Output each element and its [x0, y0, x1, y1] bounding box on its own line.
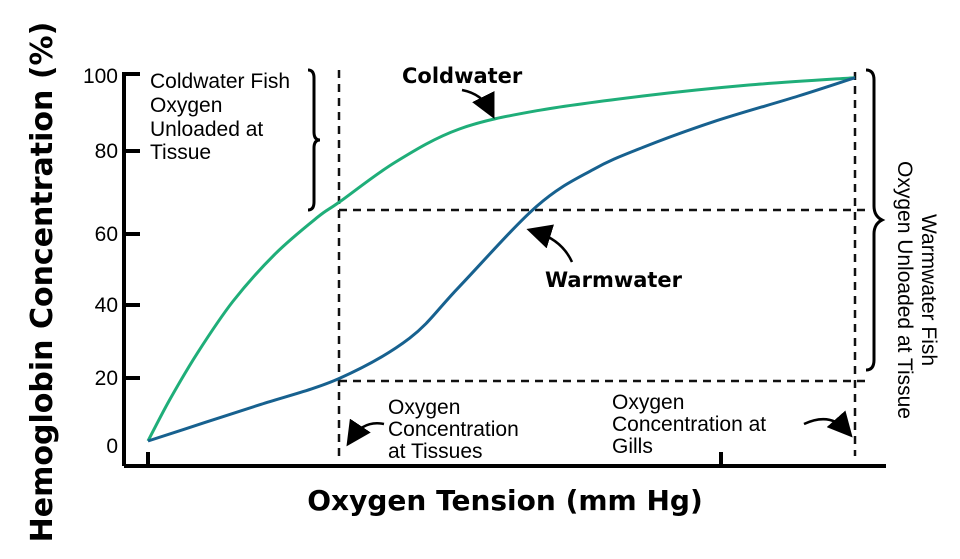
svg-text:Warmwater Fish: Warmwater Fish	[917, 214, 940, 366]
series-label-warmwater: Warmwater	[545, 268, 683, 292]
y-axis-title: Hemoglobin Concentration (%)	[25, 22, 60, 543]
svg-text:Coldwater Fish: Coldwater Fish	[150, 70, 290, 93]
y-ticks	[124, 72, 140, 380]
svg-text:Oxygen: Oxygen	[150, 94, 222, 117]
series-label-coldwater: Coldwater	[402, 64, 523, 88]
warmwater-unloaded-brace	[865, 68, 886, 372]
coldwater-curve	[146, 76, 856, 442]
svg-text:Tissue: Tissue	[150, 141, 211, 164]
svg-text:Gills: Gills	[612, 435, 653, 458]
gills-annotation: Oxygen Concentration at Gills	[612, 391, 766, 458]
coldwater-arrow	[461, 88, 495, 119]
y-tick-label-0: 0	[106, 435, 118, 458]
coldwater-unloaded-annotation: Coldwater Fish Oxygen Unloaded at Tissue	[150, 70, 290, 164]
warmwater-unloaded-annotation: Warmwater Fish Oxygen Unloaded at Tissue	[893, 161, 940, 419]
y-tick-label-40: 40	[95, 294, 118, 317]
y-tick-label-80: 80	[95, 140, 118, 163]
coldwater-unloaded-brace	[307, 68, 321, 212]
tissues-arrow	[346, 418, 385, 447]
svg-text:Oxygen: Oxygen	[388, 396, 460, 419]
y-tick-label-20: 20	[95, 367, 118, 390]
svg-text:Concentration: Concentration	[388, 418, 519, 441]
warmwater-curve	[147, 76, 856, 443]
svg-text:Oxygen: Oxygen	[612, 391, 684, 414]
y-tick-label-60: 60	[95, 223, 118, 246]
gills-arrow	[803, 410, 853, 438]
svg-text:Oxygen Unloaded at Tissue: Oxygen Unloaded at Tissue	[893, 161, 916, 419]
svg-text:at Tissues: at Tissues	[388, 440, 483, 463]
x-ticks	[146, 452, 723, 466]
svg-text:Unloaded at: Unloaded at	[150, 118, 263, 141]
warmwater-arrow	[526, 224, 574, 263]
x-axis-title: Oxygen Tension (mm Hg)	[307, 484, 703, 517]
svg-text:Concentration at: Concentration at	[612, 413, 766, 436]
y-tick-label-100: 100	[83, 65, 118, 88]
tissues-annotation: Oxygen Concentration at Tissues	[388, 396, 519, 463]
